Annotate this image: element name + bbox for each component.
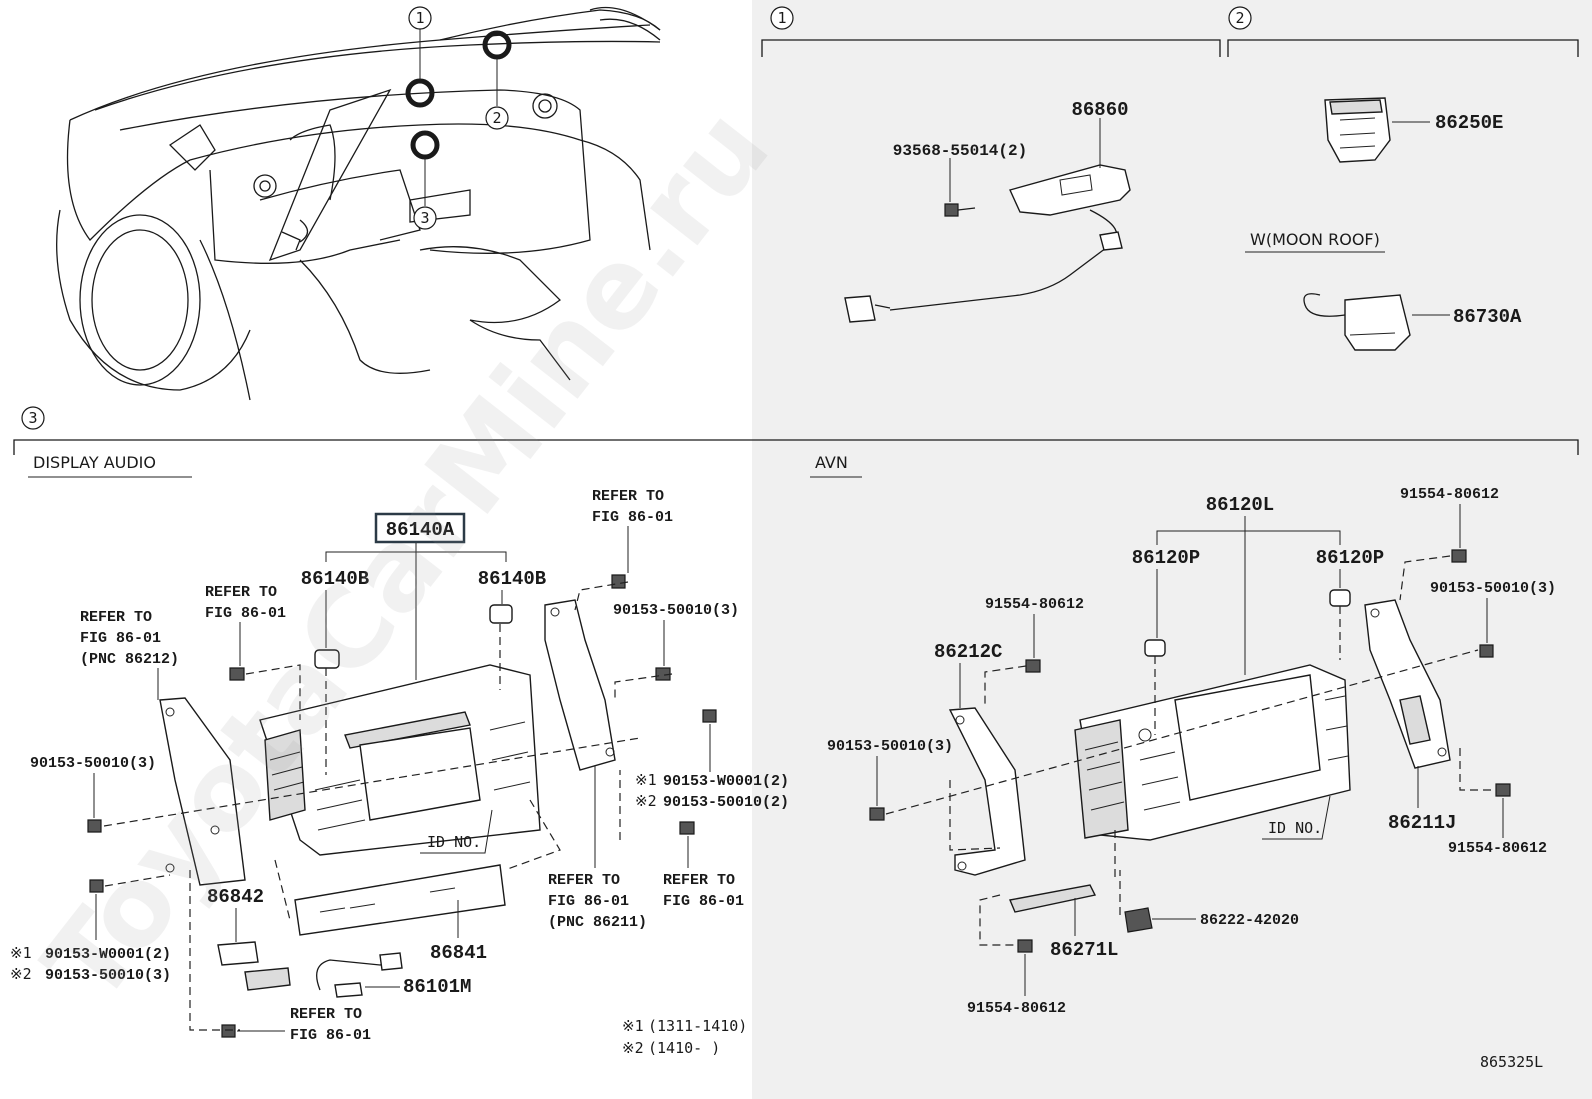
avn-head-unit <box>1074 664 1351 841</box>
label-86222-42020: 86222-42020 <box>1200 912 1299 929</box>
label-90153-W0001-left: 90153-W0001(2) <box>45 946 171 963</box>
avn-right-bracket <box>1364 599 1451 769</box>
callout-3-overview: 3 <box>413 206 437 230</box>
note-mark1-left: ※1 <box>10 944 32 962</box>
refer-note-4-line2: FIG 86-01 <box>548 893 629 910</box>
footnote-mark1: ※1 <box>622 1017 644 1035</box>
refer-note-2-line1: REFER TO <box>80 609 152 626</box>
label-86140A: 86140A <box>386 519 455 541</box>
svg-text:2: 2 <box>1235 9 1244 27</box>
part-86101M-harness <box>316 952 403 998</box>
section-1-header: 1 <box>761 6 1221 57</box>
callout-2-overview: 2 <box>485 106 509 130</box>
label-86842: 86842 <box>207 886 264 908</box>
label-86212C: 86212C <box>934 641 1002 663</box>
part-86841-module <box>294 864 506 936</box>
label-86140B-right: 86140B <box>478 568 546 590</box>
note-mark2-mid: ※2 <box>635 792 657 810</box>
svg-text:3: 3 <box>420 209 429 227</box>
label-91554-top-right: 91554-80612 <box>1400 486 1499 503</box>
label-90153-50010-mid2: 90153-50010(2) <box>663 794 789 811</box>
part-86730A-module <box>1303 293 1411 351</box>
section-3-header: 3 <box>13 406 1579 455</box>
footnote-range1: (1311-1410) <box>648 1017 747 1035</box>
label-86250E: 86250E <box>1435 112 1503 134</box>
refer-note-2-line2: FIG 86-01 <box>80 630 161 647</box>
part-86222-connector <box>1124 907 1153 933</box>
part-86250E-module <box>1324 97 1391 163</box>
refer-note-3-line2: FIG 86-01 <box>592 509 673 526</box>
display-audio-left-bracket <box>159 697 246 886</box>
id-no-left: ID NO. <box>427 833 481 851</box>
label-90153-avn-right: 90153-50010(3) <box>1430 580 1556 597</box>
refer-note-1-line1: REFER TO <box>205 584 277 601</box>
note-mark1-mid: ※1 <box>635 771 657 789</box>
dashboard-overview <box>56 6 661 401</box>
refer-note-2-line3: (PNC 86212) <box>80 651 179 668</box>
label-90153-50010-left: 90153-50010(3) <box>30 755 156 772</box>
avn-screws <box>869 549 1511 953</box>
label-86120L: 86120L <box>1206 494 1274 516</box>
label-90153-W0001-mid: 90153-W0001(2) <box>663 773 789 790</box>
display-audio-screws <box>87 574 717 1038</box>
knob-86120P-left <box>1144 639 1166 657</box>
highlight-86140A <box>374 512 466 544</box>
header-avn: AVN <box>815 453 848 472</box>
header-display-audio: DISPLAY AUDIO <box>33 453 156 472</box>
label-91554-right-low: 91554-80612 <box>1448 840 1547 857</box>
label-93568-55014: 93568-55014(2) <box>893 142 1027 160</box>
id-no-right: ID NO. <box>1268 819 1322 837</box>
knob-86140B-left <box>314 649 340 669</box>
footnote-range2: (1410- ) <box>648 1039 720 1057</box>
display-audio-head-unit <box>259 664 541 856</box>
svg-text:1: 1 <box>415 9 424 27</box>
refer-note-5-line2: FIG 86-01 <box>663 893 744 910</box>
section-2-header: 2 <box>1227 6 1579 57</box>
knob-86120P-right <box>1329 589 1351 607</box>
svg-text:1: 1 <box>777 9 786 27</box>
refer-note-3-line1: REFER TO <box>592 488 664 505</box>
part-86860-bracket <box>844 164 1131 323</box>
label-86841: 86841 <box>430 942 487 964</box>
refer-note-6-line2: FIG 86-01 <box>290 1027 371 1044</box>
label-91554-top-mid: 91554-80612 <box>985 596 1084 613</box>
label-90153-avn-left: 90153-50010(3) <box>827 738 953 755</box>
screw-93568 <box>944 203 976 217</box>
label-86120P-left: 86120P <box>1132 547 1200 569</box>
label-86120P-right: 86120P <box>1316 547 1384 569</box>
svg-text:3: 3 <box>28 409 37 427</box>
refer-note-5-line1: REFER TO <box>663 872 735 889</box>
refer-note-1-line2: FIG 86-01 <box>205 605 286 622</box>
display-audio-dash-lines <box>103 581 673 1031</box>
svg-text:2: 2 <box>492 109 501 127</box>
figure-code: 865325L <box>1480 1053 1543 1071</box>
label-86860: 86860 <box>1071 99 1128 121</box>
header-moon-roof: W(MOON ROOF) <box>1250 230 1380 249</box>
avn-dash-lines <box>885 555 1495 946</box>
label-90153-50010-left2: 90153-50010(3) <box>45 967 171 984</box>
refer-note-4-line1: REFER TO <box>548 872 620 889</box>
label-90153-50010-mid: 90153-50010(3) <box>613 602 739 619</box>
refer-note-4-line3: (PNC 86211) <box>548 914 647 931</box>
part-86271L-bracket <box>1009 884 1097 913</box>
label-91554-bottom: 91554-80612 <box>967 1000 1066 1017</box>
label-86101M: 86101M <box>403 976 471 998</box>
part-86842-clip <box>217 941 291 991</box>
footnote-mark2: ※2 <box>622 1039 644 1057</box>
note-mark2-left: ※2 <box>10 965 32 983</box>
refer-note-6-line1: REFER TO <box>290 1006 362 1023</box>
knob-86140B-right <box>489 604 513 624</box>
label-86140B-left: 86140B <box>301 568 369 590</box>
label-86271L: 86271L <box>1050 939 1118 961</box>
display-audio-right-bracket <box>544 599 616 771</box>
label-86730A: 86730A <box>1453 306 1522 328</box>
callout-1-overview: 1 <box>408 6 432 30</box>
label-86211J: 86211J <box>1388 812 1456 834</box>
avn-left-bracket <box>948 707 1026 876</box>
